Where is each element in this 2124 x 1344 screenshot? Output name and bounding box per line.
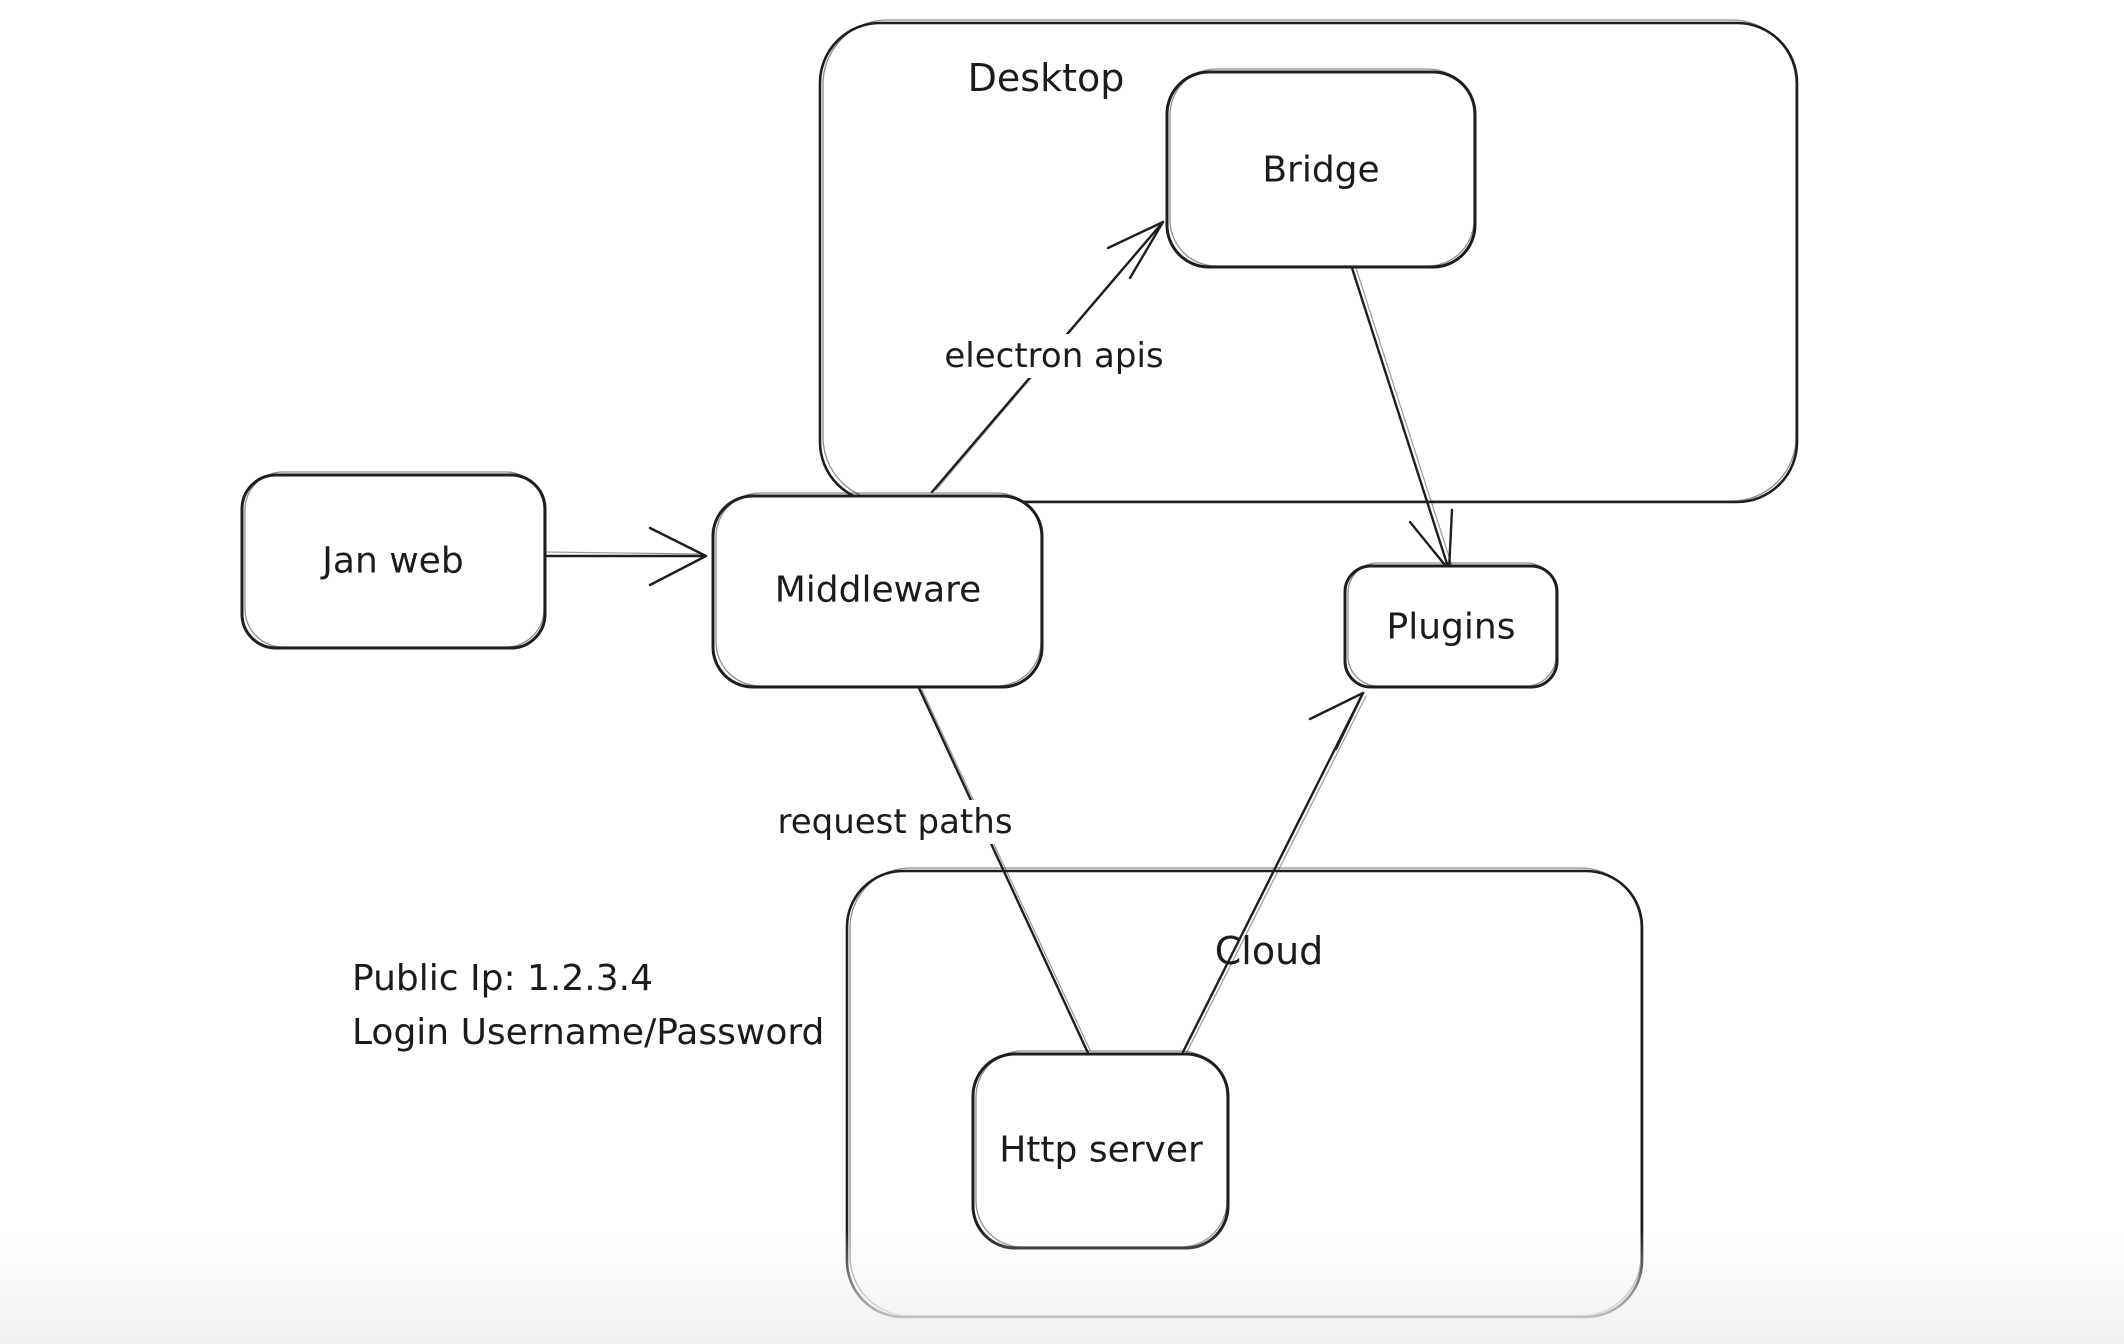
plugins-rect-sketch-stroke [1347,562,1557,687]
edge-middleware-to-http-server[interactable] [917,686,1091,1055]
request-paths-edge-label[interactable]: request paths [769,800,1021,844]
middleware-label[interactable]: Middleware [774,569,982,611]
edge-shaft-sketch [1186,695,1367,1053]
public-ip-note[interactable]: Public Ip: 1.2.3.4 Login Username/Passwo… [352,952,824,1060]
middleware-rect [711,494,1044,689]
electron-apis-edge-label[interactable]: electron apis [936,334,1172,378]
edge-bridge-to-plugins[interactable] [1350,266,1454,572]
node-bridge[interactable] [1165,68,1477,269]
node-jan-web[interactable] [240,471,547,650]
plugins-label[interactable]: Plugins [1386,606,1516,648]
arrowhead [648,526,708,587]
jan-web-rect-sketch-stroke [244,471,545,648]
edge-http-server-to-plugins[interactable] [1181,691,1367,1054]
node-middleware[interactable] [711,492,1044,689]
plugins-rect [1343,564,1559,689]
bridge-rect [1165,70,1477,269]
edge-shaft [1181,691,1365,1054]
bridge-rect-sketch-stroke [1169,68,1475,267]
edge-jan-web-to-middleware[interactable] [543,526,708,587]
desktop-rect-sketch-stroke [822,19,1797,502]
bridge-label[interactable]: Bridge [1262,149,1380,191]
edge-shaft [917,686,1090,1055]
edge-shaft-sketch [1355,267,1453,567]
arrowhead [1308,691,1365,751]
http-server-label[interactable]: Http server [999,1129,1203,1171]
container-desktop[interactable] [818,19,1799,504]
edge-shaft-sketch [546,551,701,555]
node-plugins[interactable] [1343,562,1559,689]
jan-web-rect [240,473,547,650]
desktop-container-label[interactable]: Desktop [967,56,1125,100]
desktop-rect [818,21,1799,504]
note-line-login: Login Username/Password [352,1012,825,1053]
jan-web-label[interactable]: Jan web [322,540,464,582]
arrowhead [1408,508,1454,572]
edge-shaft [1350,266,1451,572]
middleware-rect-sketch-stroke [715,492,1042,687]
edge-shaft-sketch [921,689,1091,1051]
cloud-container-label[interactable]: Cloud [1214,929,1324,973]
arrowhead [1106,220,1165,280]
note-line-public-ip: Public Ip: 1.2.3.4 [352,958,653,999]
